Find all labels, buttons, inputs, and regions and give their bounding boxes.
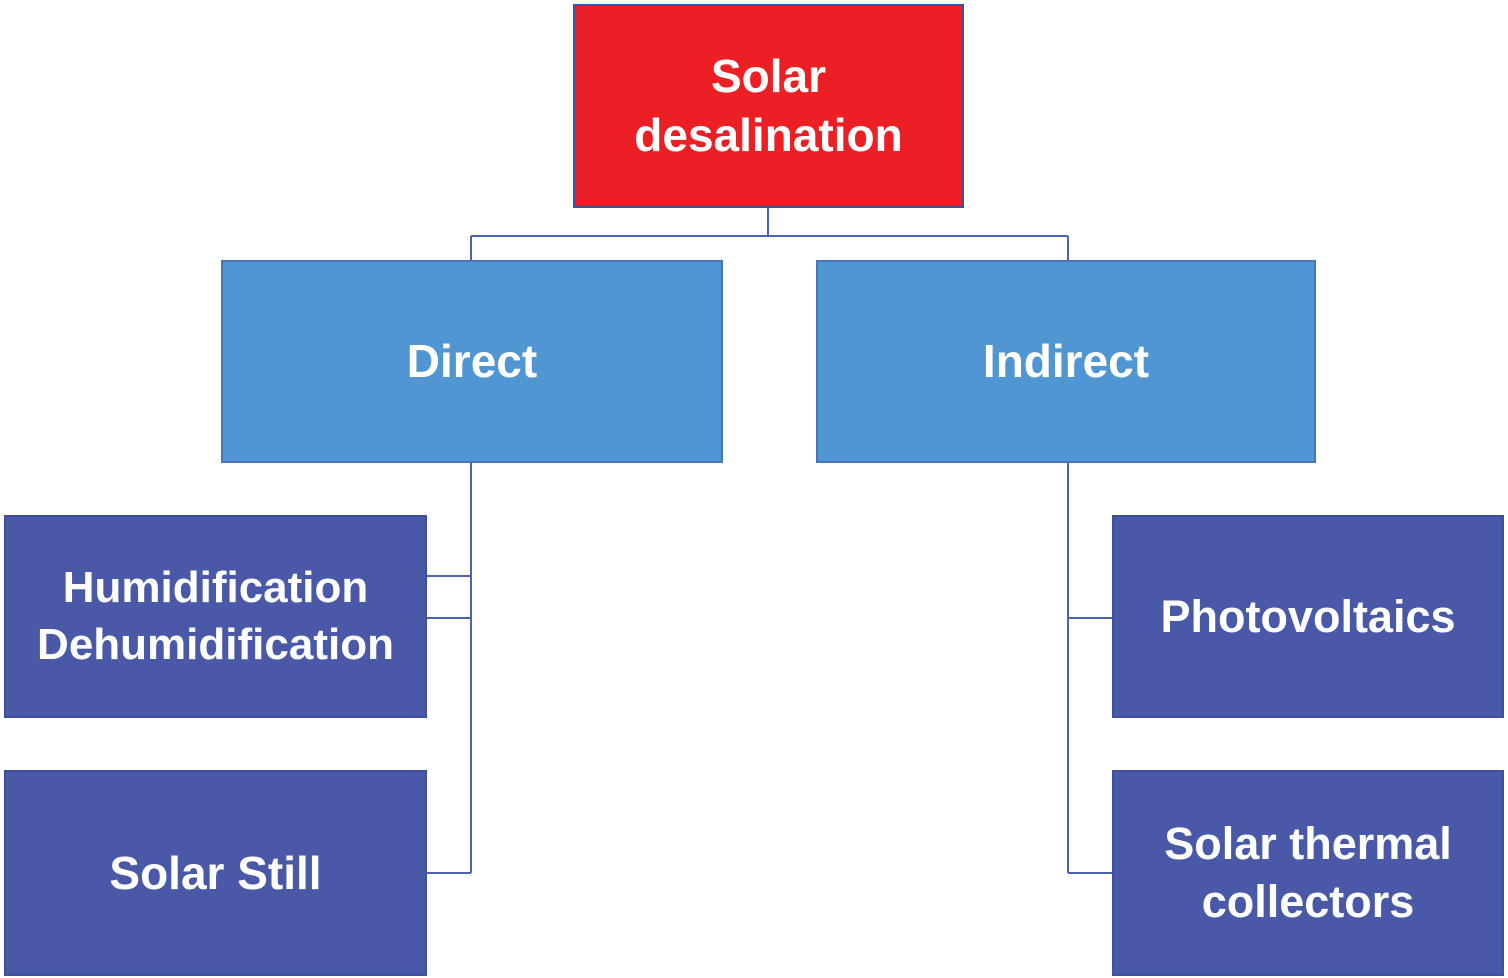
node-solar-thermal-collectors-label: Solar thermal collectors [1164,818,1452,927]
node-photovoltaics: Photovoltaics [1112,515,1504,718]
node-direct: Direct [221,260,723,463]
node-indirect-label: Indirect [982,335,1150,388]
node-indirect: Indirect [816,260,1316,463]
node-photovoltaics-label: Photovoltaics [1160,590,1456,642]
node-humidification-dehumidification-label: Humidification Dehumidification [37,563,394,669]
node-solar-desalination: Solar desalination [573,4,964,208]
node-solar-thermal-collectors: Solar thermal collectors [1112,770,1504,976]
node-direct-label: Direct [406,335,538,388]
node-solar-still: Solar Still [4,770,427,976]
node-solar-desalination-label: Solar desalination [634,50,903,161]
node-solar-still-label: Solar Still [109,846,322,899]
node-humidification-dehumidification: Humidification Dehumidification [4,515,427,718]
